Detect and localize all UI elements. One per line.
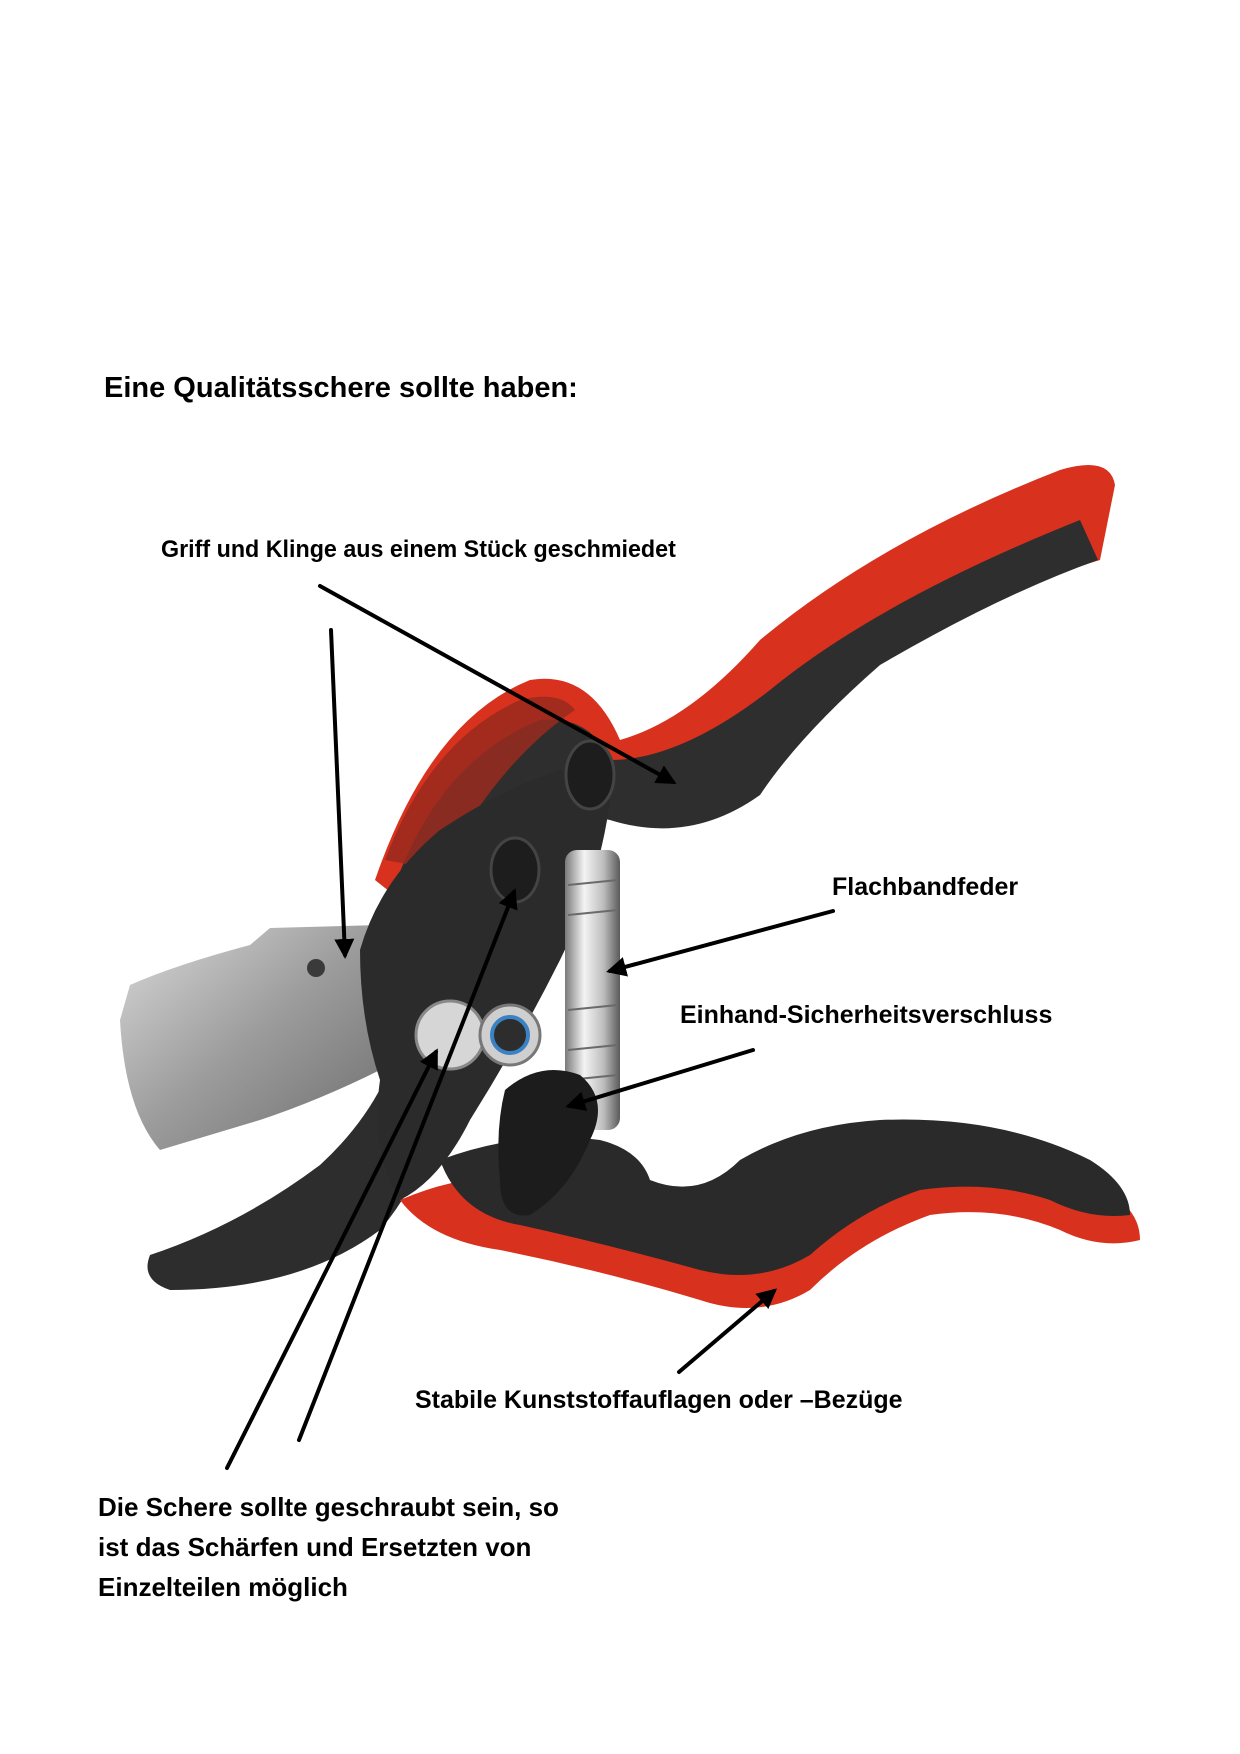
arrow-griff-handle [318, 584, 677, 784]
label-schere-geschraubt: Die Schere sollte geschraubt sein, so is… [98, 1487, 658, 1607]
label-line: Die Schere sollte geschraubt sein, so [98, 1492, 559, 1522]
arrow-einhand [565, 1048, 755, 1111]
lower-hook [147, 1040, 440, 1290]
upper-handle-top-pad [385, 696, 575, 870]
label-flachbandfeder: Flachbandfeder [832, 873, 1019, 901]
label-griff-klinge: Griff und Klinge aus einem Stück geschmi… [161, 536, 676, 563]
arrow-stabile [677, 1288, 778, 1374]
upper-screw [564, 739, 616, 811]
arrow-schere-pivot [225, 1048, 438, 1470]
label-einhand-sicherheitsverschluss: Einhand-Sicherheitsverschluss [680, 1001, 1053, 1029]
blade-rivet [307, 959, 325, 977]
page-title: Eine Qualitätsschere sollte haben: [104, 372, 578, 404]
lower-handle-dark [440, 1119, 1130, 1275]
label-line: ist das Schärfen und Ersetzten von [98, 1532, 532, 1562]
arrow-griff-blade [329, 628, 355, 959]
flat-band-spring [565, 850, 620, 1130]
label-kunststoffauflagen: Stabile Kunststoffauflagen oder –Bezüge [415, 1386, 903, 1414]
label-line: Einzelteilen möglich [98, 1572, 348, 1602]
arrow-schere-screw [297, 888, 518, 1442]
center-body [360, 770, 610, 1200]
arrow-flachbandfeder [606, 909, 835, 977]
upper-blade [120, 925, 380, 1150]
